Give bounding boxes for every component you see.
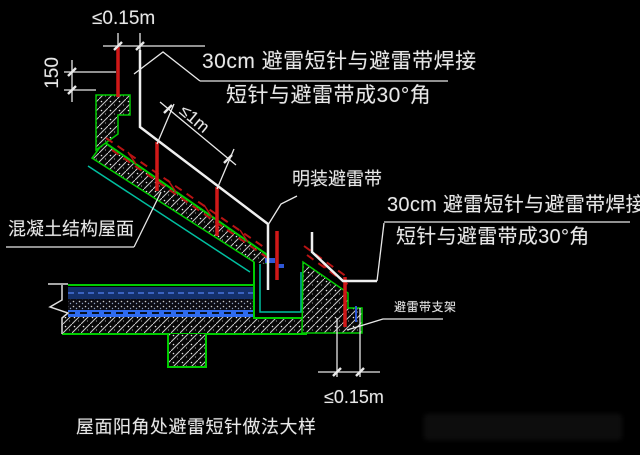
leader-lines (6, 51, 630, 331)
label-band-support: 避雷带支架 (394, 300, 457, 314)
flat-roof-section (48, 283, 308, 368)
parapet-block (95, 94, 131, 152)
note-right-line2: 短针与避雷带成30°角 (396, 226, 590, 248)
label-concrete-roof: 混凝土结构屋面 (8, 219, 134, 239)
note-top-line2: 短针与避雷带成30°角 (226, 84, 432, 107)
dimension-top-label: ≤0.15m (92, 8, 156, 29)
dimension-lines (64, 33, 380, 377)
eave-section (301, 260, 363, 334)
exposed-band-conductor (138, 50, 377, 290)
dimension-150-label: 150 (42, 57, 64, 89)
lightning-needles (116, 47, 347, 327)
note-top-line1: 30cm 避雷短针与避雷带焊接 (202, 50, 477, 73)
watermark-smudge (424, 414, 622, 440)
gutter-channel (253, 258, 308, 319)
roof-beam (167, 334, 207, 368)
dimension-bottom-label: ≤0.15m (324, 387, 384, 407)
break-line (48, 283, 70, 334)
drawing-title: 屋面阳角处避雷短针做法大样 (76, 417, 317, 437)
sloped-roof-slab (87, 140, 267, 294)
label-exposed-band: 明装避雷带 (292, 169, 382, 189)
note-right-line1: 30cm 避雷短针与避雷带焊接 (387, 194, 640, 216)
